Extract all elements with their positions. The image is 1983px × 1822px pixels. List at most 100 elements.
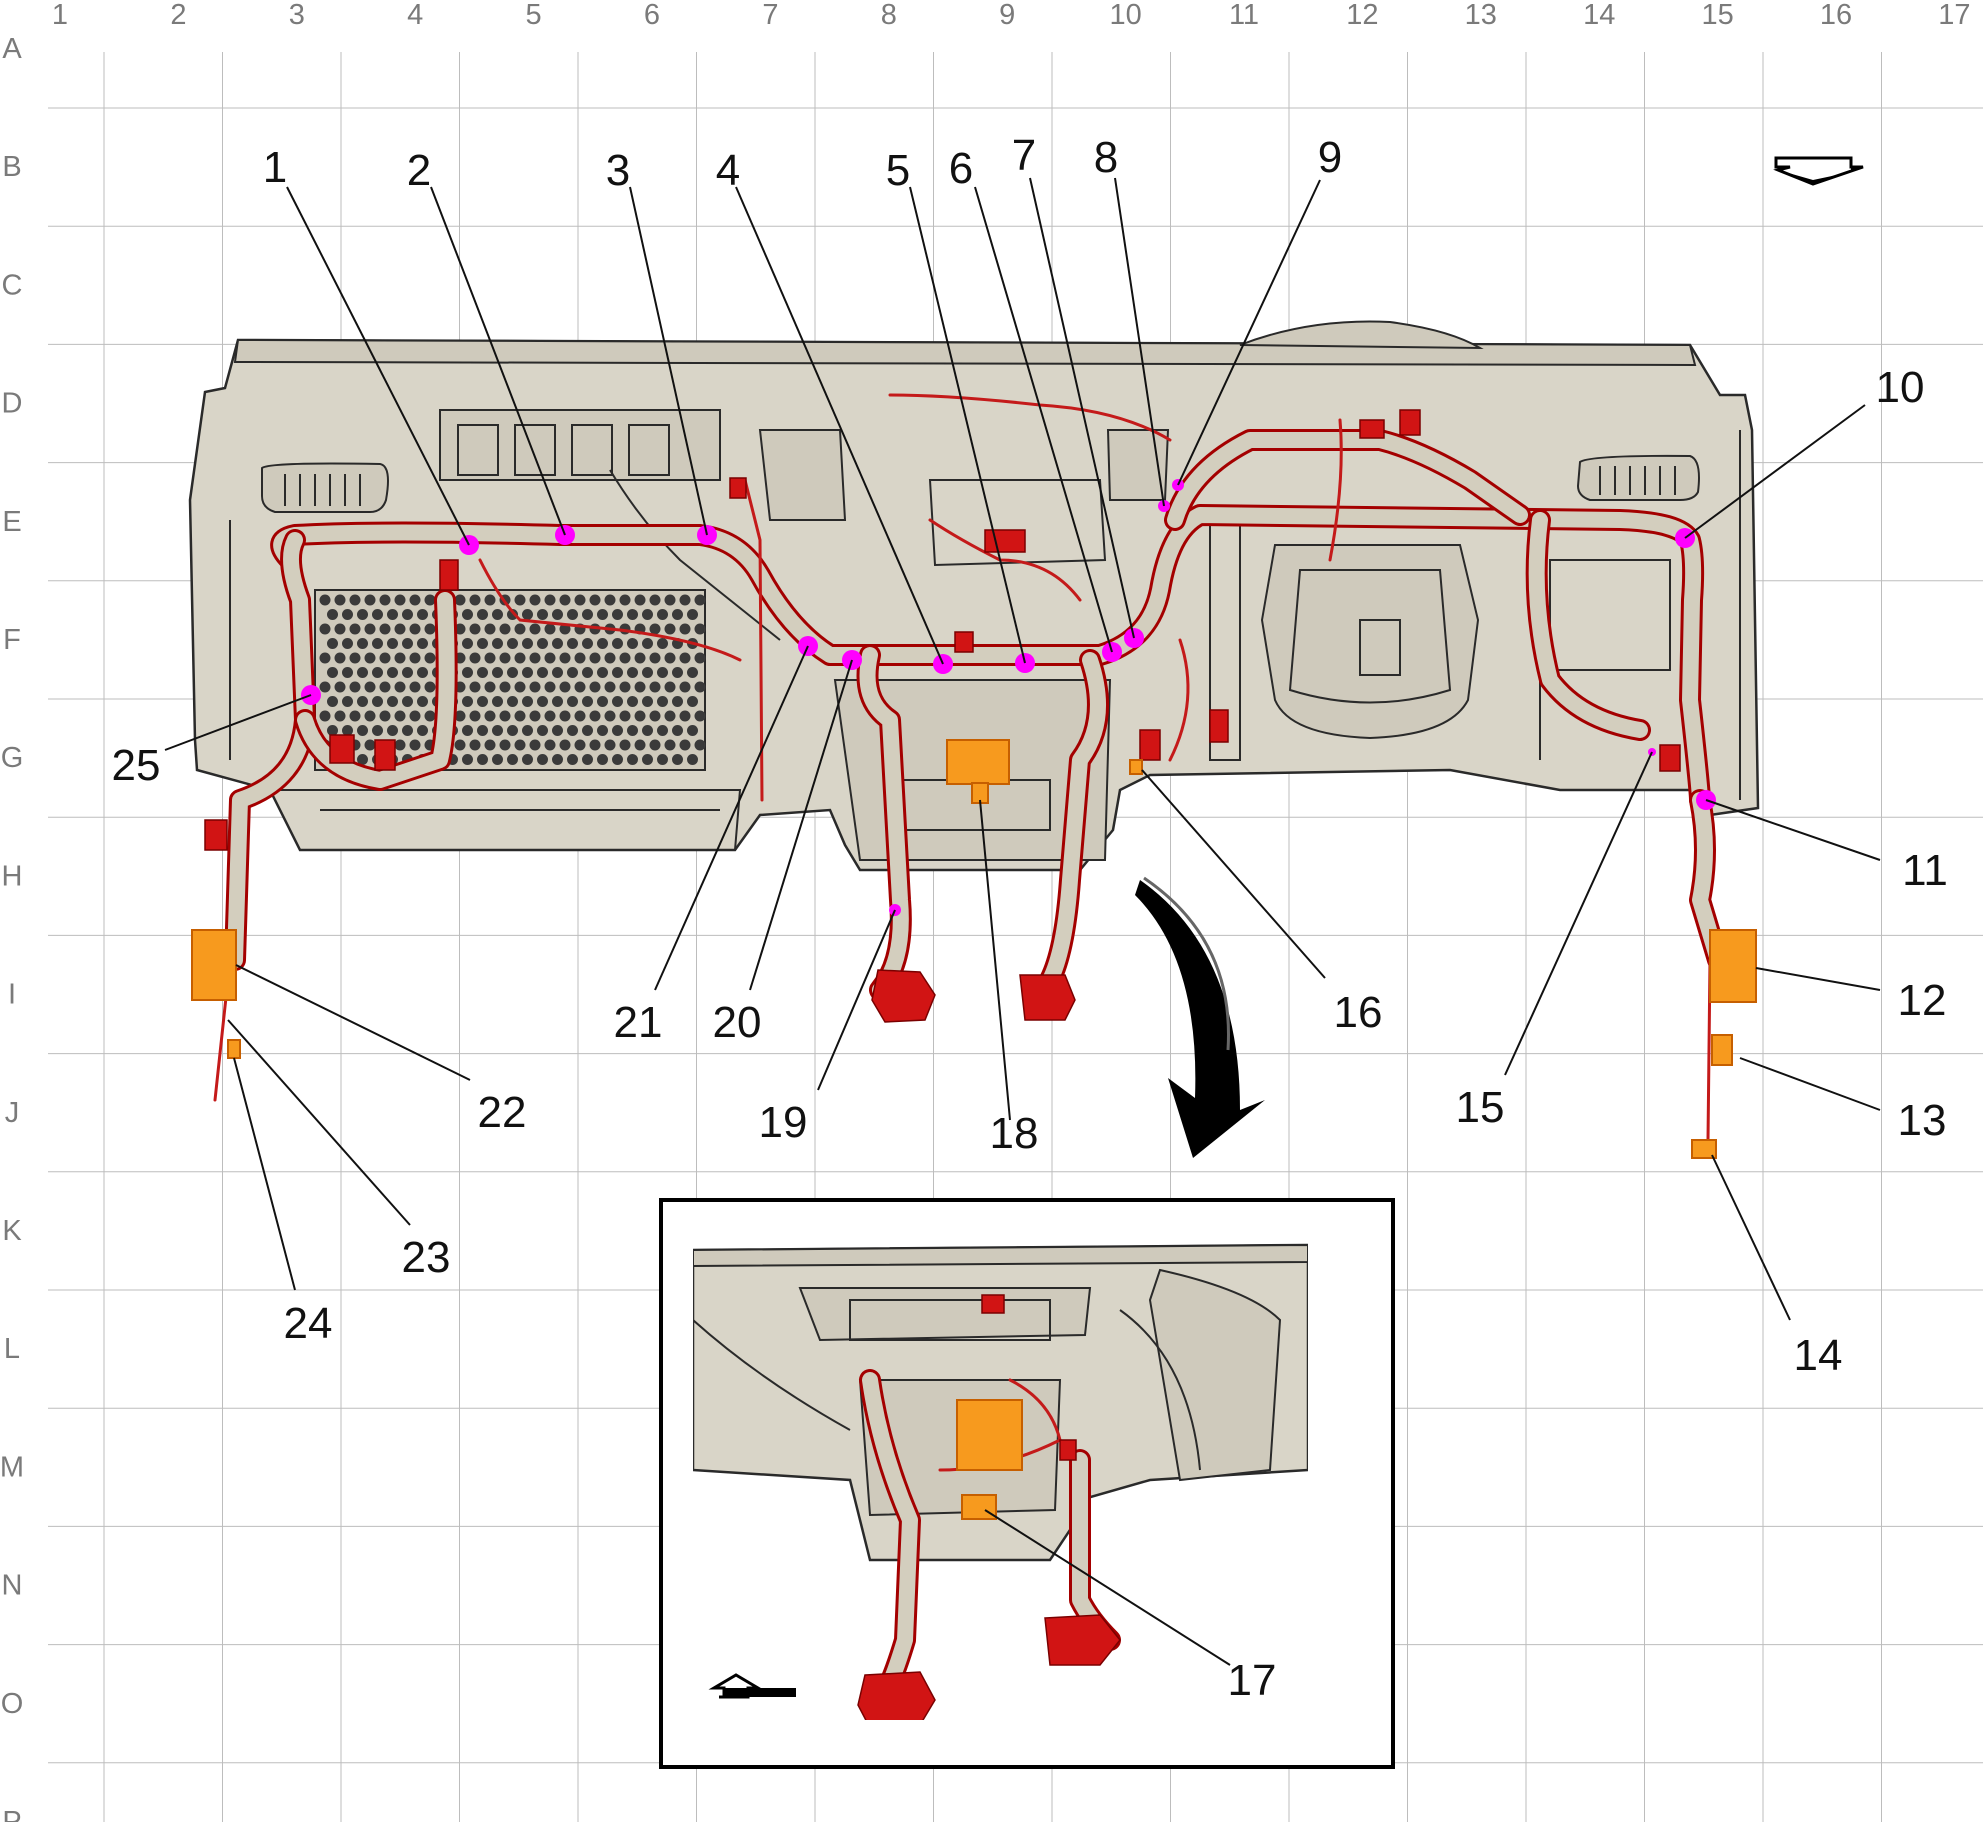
grille-hole (357, 638, 368, 649)
grille-hole (327, 609, 338, 620)
callout-18: 18 (990, 1109, 1039, 1158)
grille-hole (597, 754, 608, 765)
grille-hole (597, 667, 608, 678)
grille-hole (642, 609, 653, 620)
grille-hole (559, 594, 571, 606)
grid-row-label: H (2, 860, 23, 892)
grille-hole (649, 710, 661, 722)
grille-hole (574, 681, 586, 693)
grille-hole (417, 667, 428, 678)
grille-hole (417, 609, 428, 620)
grille-hole (649, 623, 661, 635)
grille-hole (664, 739, 676, 751)
grille-hole (462, 667, 473, 678)
grille-hole (522, 725, 533, 736)
grille-hole (409, 594, 421, 606)
grid-row-label: C (2, 269, 23, 301)
grille-hole (372, 667, 383, 678)
grille-hole (649, 681, 661, 693)
grille-hole (334, 623, 346, 635)
grille-hole (372, 609, 383, 620)
grille-hole (694, 739, 706, 751)
grid-column-label: 16 (1820, 0, 1852, 31)
grille-hole (544, 594, 556, 606)
grille-hole (394, 739, 406, 751)
grille-hole (334, 652, 346, 664)
grille-hole (364, 594, 376, 606)
grille-hole (642, 725, 653, 736)
grid-row-label: K (2, 1215, 22, 1247)
grid-column-label: 11 (1229, 0, 1259, 31)
grille-hole (492, 754, 503, 765)
grille-hole (582, 609, 593, 620)
grille-hole (634, 594, 646, 606)
grid-row-label: A (2, 33, 22, 65)
grille-hole (552, 725, 563, 736)
callout-numbers: 1 2 3 4 5 6 7 8 9 10 11 12 13 14 15 16 1… (112, 131, 1948, 1705)
grille-hole (387, 725, 398, 736)
grille-hole (514, 652, 526, 664)
grille-hole (627, 667, 638, 678)
grille-hole (334, 594, 346, 606)
grille-hole (664, 710, 676, 722)
grille-hole (529, 739, 541, 751)
grille-hole (604, 681, 616, 693)
grille-hole (514, 623, 526, 635)
grille-hole (567, 609, 578, 620)
callout-8: 8 (1094, 133, 1118, 182)
grille-hole (402, 725, 413, 736)
grille-hole (402, 609, 413, 620)
grille-hole (552, 609, 563, 620)
grille-hole (672, 667, 683, 678)
grille-hole (394, 623, 406, 635)
grid-row-label: G (1, 742, 24, 774)
grille-hole (634, 739, 646, 751)
grille-hole (387, 638, 398, 649)
grid-column-label: 10 (1109, 0, 1141, 31)
grille-hole (379, 594, 391, 606)
grille-hole (679, 710, 691, 722)
callout-19: 19 (759, 1098, 808, 1147)
grille-hole (529, 710, 541, 722)
speaker-grille (314, 589, 706, 771)
grille-hole (657, 638, 668, 649)
steering-column-opening (1260, 544, 1480, 740)
grille-hole (642, 667, 653, 678)
grille-hole (612, 725, 623, 736)
grille-hole (627, 725, 638, 736)
grille-hole (379, 652, 391, 664)
grid-column-label: 1 (52, 0, 68, 31)
grid-column-label: 5 (526, 0, 542, 31)
instrument-panel (188, 320, 1760, 872)
grille-hole (319, 681, 331, 693)
left-air-vent (261, 462, 389, 513)
grille-hole (462, 609, 473, 620)
grille-hole (612, 696, 623, 707)
grille-hole (657, 754, 668, 765)
callout-10: 10 (1876, 363, 1925, 412)
callout-25: 25 (112, 741, 161, 790)
grille-hole (492, 696, 503, 707)
grille-hole (394, 594, 406, 606)
grille-hole (694, 623, 706, 635)
grille-hole (582, 725, 593, 736)
grid-row-label: D (2, 388, 23, 420)
grille-hole (679, 681, 691, 693)
callout-leaders (164, 177, 1881, 1666)
grille-hole (537, 667, 548, 678)
grille-hole (634, 710, 646, 722)
grille-hole (349, 710, 361, 722)
grille-hole (522, 667, 533, 678)
grille-hole (559, 739, 571, 751)
grille-hole (612, 754, 623, 765)
grille-hole (357, 754, 368, 765)
grid-column-label: 2 (170, 0, 186, 31)
grille-hole (582, 696, 593, 707)
grille-hole (664, 652, 676, 664)
grille-hole (469, 739, 481, 751)
grille-hole (379, 710, 391, 722)
grille-hole (469, 710, 481, 722)
grille-hole (552, 754, 563, 765)
